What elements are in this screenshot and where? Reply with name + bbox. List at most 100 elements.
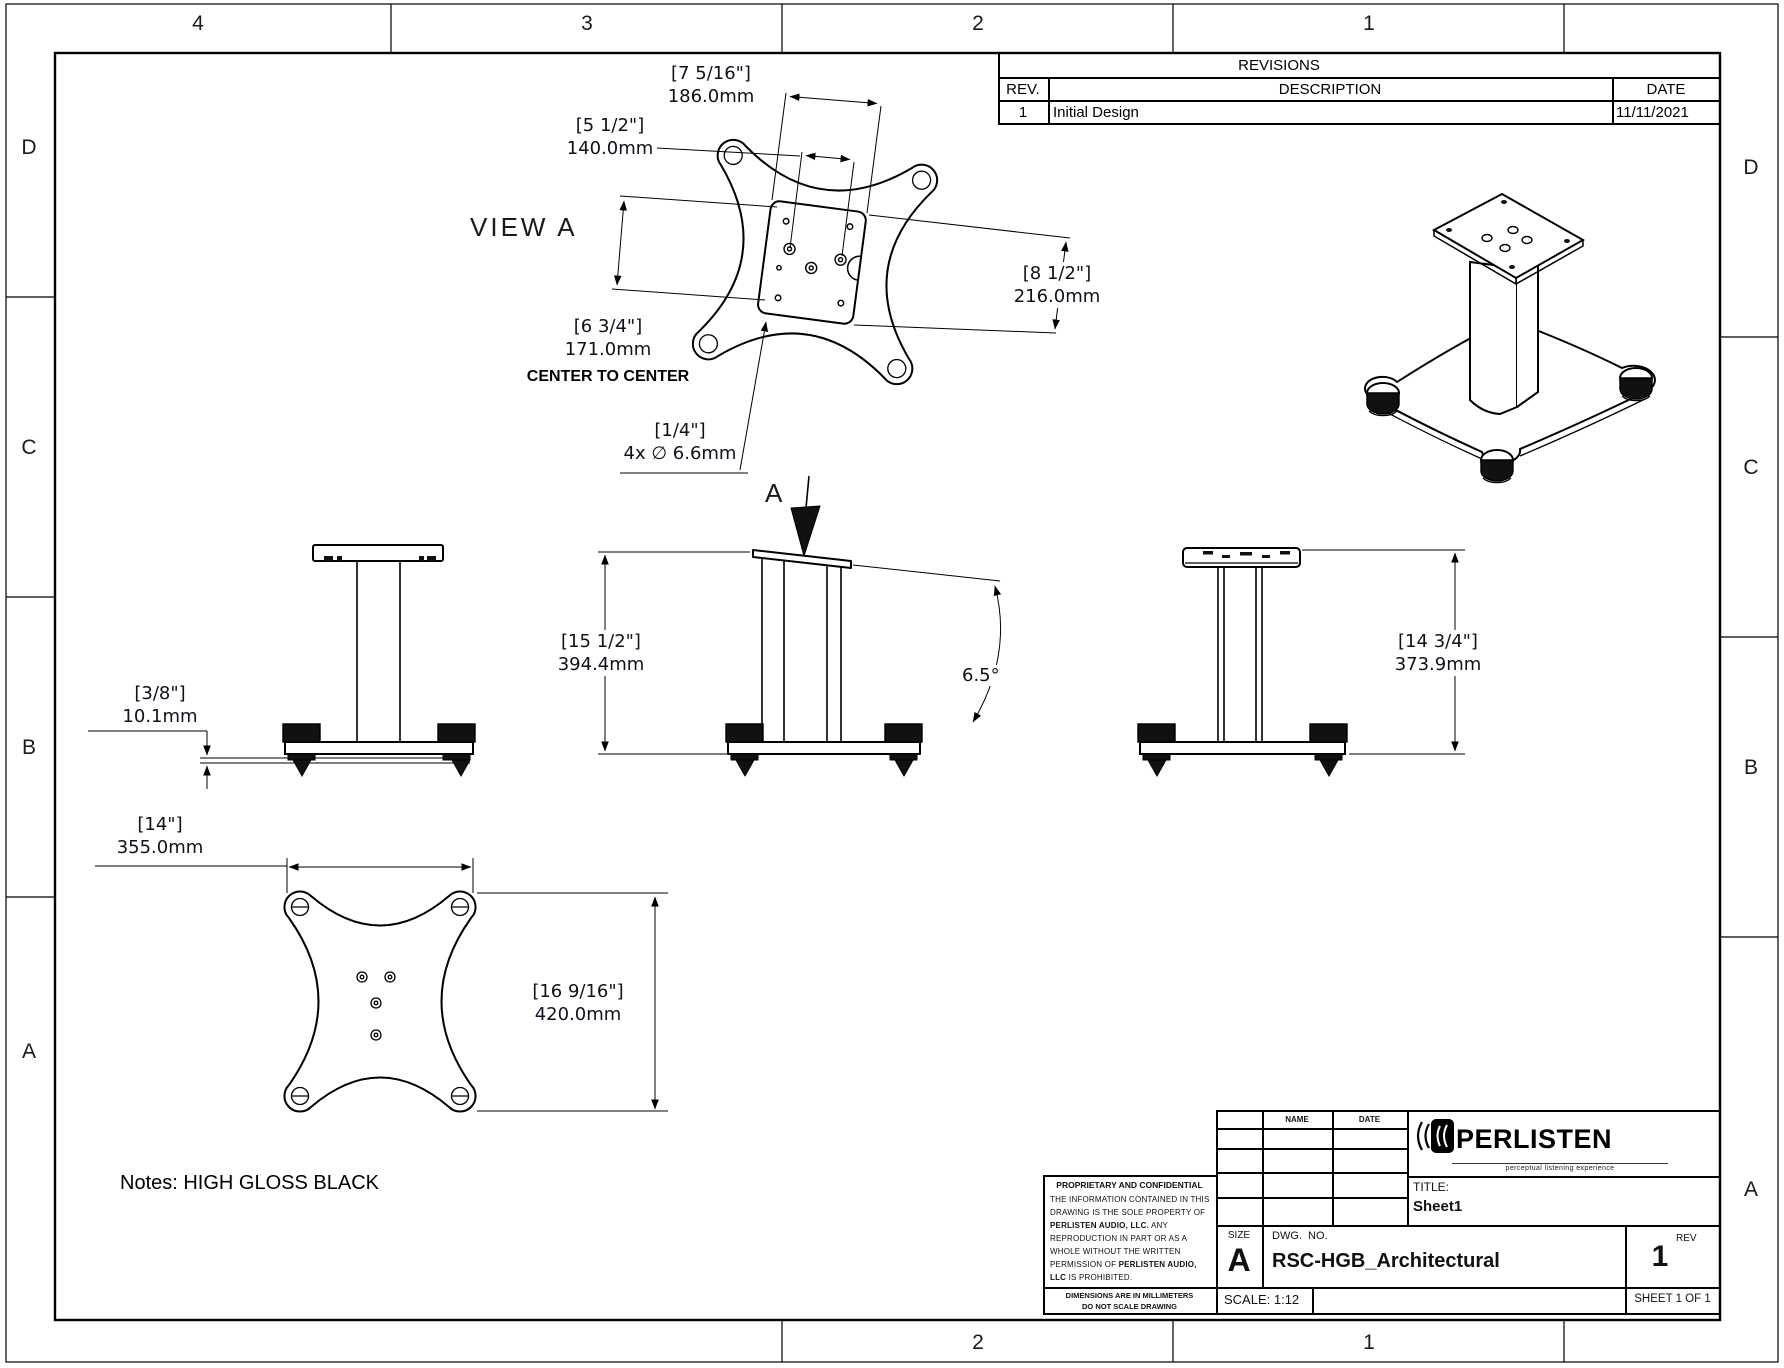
proprietary-text: IS PROHIBITED. xyxy=(1066,1272,1133,1282)
titleblock-line xyxy=(1043,1287,1720,1289)
title-label: TITLE: xyxy=(1413,1180,1450,1194)
sheet-border xyxy=(5,3,1779,1363)
dim-mm: 140.0mm xyxy=(566,138,654,160)
notes-text: Notes: HIGH GLOSS BLACK xyxy=(120,1172,379,1194)
revisions-col-rev: REV. xyxy=(1006,81,1040,98)
dim-inch: [14 3/4"] xyxy=(1398,631,1478,652)
dim-mm: 394.4mm xyxy=(557,654,645,676)
titleblock-line xyxy=(1216,1225,1720,1227)
dim-mm: 4x ∅ 6.6mm xyxy=(623,443,737,465)
dim-base-thickness: [3/8"] 10.1mm xyxy=(119,682,201,729)
title-value: Sheet1 xyxy=(1413,1198,1463,1215)
titleblock-line xyxy=(1332,1110,1334,1225)
dim-inch: [5 1/2"] xyxy=(575,115,645,136)
zone-bottom-1: 1 xyxy=(1363,1331,1375,1354)
zone-right-b: B xyxy=(1743,756,1759,779)
dim-hole-diameter: [1/4"] 4x ∅ 6.6mm xyxy=(620,419,740,466)
dim-inch: [14"] xyxy=(137,814,183,835)
dimensions-note-1: DIMENSIONS ARE IN MILLIMETERS xyxy=(1065,1291,1194,1300)
dim-mm: 216.0mm xyxy=(1013,286,1101,308)
revisions-line xyxy=(1612,77,1614,123)
dim-mm: 355.0mm xyxy=(116,837,204,859)
section-arrow-head xyxy=(790,505,821,557)
dim-plate-depth: [8 1/2"] 216.0mm xyxy=(1010,262,1104,309)
revision-row-date: 11/11/2021 xyxy=(1616,104,1689,121)
isometric-view xyxy=(1364,192,1656,484)
view-a-drawing xyxy=(691,138,939,386)
proprietary-body: THE INFORMATION CONTAINED IN THIS DRAWIN… xyxy=(1050,1194,1210,1285)
dim-inch: [1/4"] xyxy=(654,420,706,441)
zone-bottom-2: 2 xyxy=(972,1331,984,1354)
revisions-line xyxy=(998,100,1720,102)
dim-inch: [16 9/16"] xyxy=(532,981,624,1002)
dim-stand-height: [15 1/2"] 394.4mm xyxy=(554,630,648,677)
revision-row-description: Initial Design xyxy=(1053,104,1139,121)
dim-hole-span: [5 1/2"] 140.0mm xyxy=(563,114,657,161)
dim-mm: 186.0mm xyxy=(667,86,755,108)
dim-inch: [15 1/2"] xyxy=(561,631,641,652)
zone-right-a: A xyxy=(1743,1178,1759,1201)
titleblock-line xyxy=(1216,1110,1218,1313)
revisions-title: REVISIONS xyxy=(1238,57,1320,74)
zone-top-1: 1 xyxy=(1363,12,1375,35)
titleblock-line xyxy=(1043,1175,1216,1177)
perlisten-logo-icon xyxy=(1416,1119,1454,1153)
revisions-line xyxy=(1048,77,1050,123)
dim-mm: 420.0mm xyxy=(534,1004,622,1026)
dim-base-depth: [16 9/16"] 420.0mm xyxy=(529,980,627,1027)
rev-value: 1 xyxy=(1651,1240,1669,1273)
dim-inch: [6 3/4"] xyxy=(573,316,643,337)
dim-plate-width: [7 5/16"] 186.0mm xyxy=(664,62,758,109)
zone-right-d: D xyxy=(1743,156,1759,179)
dim-center-to-center: [6 3/4"] 171.0mm CENTER TO CENTER xyxy=(523,315,693,388)
titleblock-line xyxy=(1043,1313,1720,1315)
proprietary-text: THE INFORMATION CONTAINED IN THIS DRAWIN… xyxy=(1050,1195,1210,1217)
revisions-line xyxy=(998,123,1720,125)
revisions-line xyxy=(998,53,1000,123)
rev-label: REV xyxy=(1676,1233,1697,1244)
size-value: A xyxy=(1227,1242,1251,1278)
size-label: SIZE xyxy=(1227,1230,1251,1241)
zone-left-a: A xyxy=(21,1040,37,1063)
front-view xyxy=(200,544,476,778)
zone-top-2: 2 xyxy=(972,12,984,35)
revision-row-number: 1 xyxy=(1018,104,1028,121)
dim-mm: 171.0mm xyxy=(564,339,652,361)
titleblock-line xyxy=(1043,1175,1045,1313)
titleblock-line xyxy=(1216,1148,1407,1150)
dim-rear-height: [14 3/4"] 373.9mm xyxy=(1391,630,1485,677)
titleblock-line xyxy=(1407,1176,1720,1178)
dim-mm: 373.9mm xyxy=(1394,654,1482,676)
date-header: DATE xyxy=(1358,1115,1381,1124)
dim-inch: [7 5/16"] xyxy=(671,63,751,84)
side-view-dimension-lines xyxy=(598,551,1002,755)
dimensions-note-2: DO NOT SCALE DRAWING xyxy=(1082,1302,1177,1311)
titleblock-line xyxy=(1216,1128,1407,1130)
scale-label: SCALE: 1:12 xyxy=(1224,1292,1300,1307)
sheet-label: SHEET 1 OF 1 xyxy=(1634,1293,1711,1305)
logo-tagline: perceptual listening experience xyxy=(1452,1163,1668,1172)
titleblock-line xyxy=(1216,1172,1407,1174)
dim-inch: [3/8"] xyxy=(134,683,186,704)
zone-left-d: D xyxy=(21,136,37,159)
proprietary-company: PERLISTEN AUDIO, LLC. xyxy=(1050,1220,1150,1230)
section-arrow-label: A xyxy=(765,478,783,508)
side-view xyxy=(725,475,923,777)
name-header: NAME xyxy=(1285,1115,1309,1124)
perlisten-logo-text: PERLISTEN xyxy=(1456,1124,1613,1154)
titleblock-line xyxy=(1216,1197,1407,1199)
dwg-no-label: DWG. NO. xyxy=(1272,1230,1328,1242)
dim-note: CENTER TO CENTER xyxy=(526,368,690,386)
titleblock-line xyxy=(1625,1225,1627,1313)
revisions-col-description: DESCRIPTION xyxy=(1278,81,1382,98)
rear-view xyxy=(1137,547,1348,778)
proprietary-title: PROPRIETARY AND CONFIDENTIAL xyxy=(1056,1180,1203,1190)
zone-left-b: B xyxy=(21,736,37,759)
dim-tilt-angle: 6.5° xyxy=(960,665,1002,686)
dwg-no-value: RSC-HGB_Architectural xyxy=(1272,1250,1500,1272)
view-a-label: VIEW A xyxy=(470,212,578,242)
view-a-dimension-lines xyxy=(611,92,1071,474)
dim-inch: [8 1/2"] xyxy=(1022,263,1092,284)
